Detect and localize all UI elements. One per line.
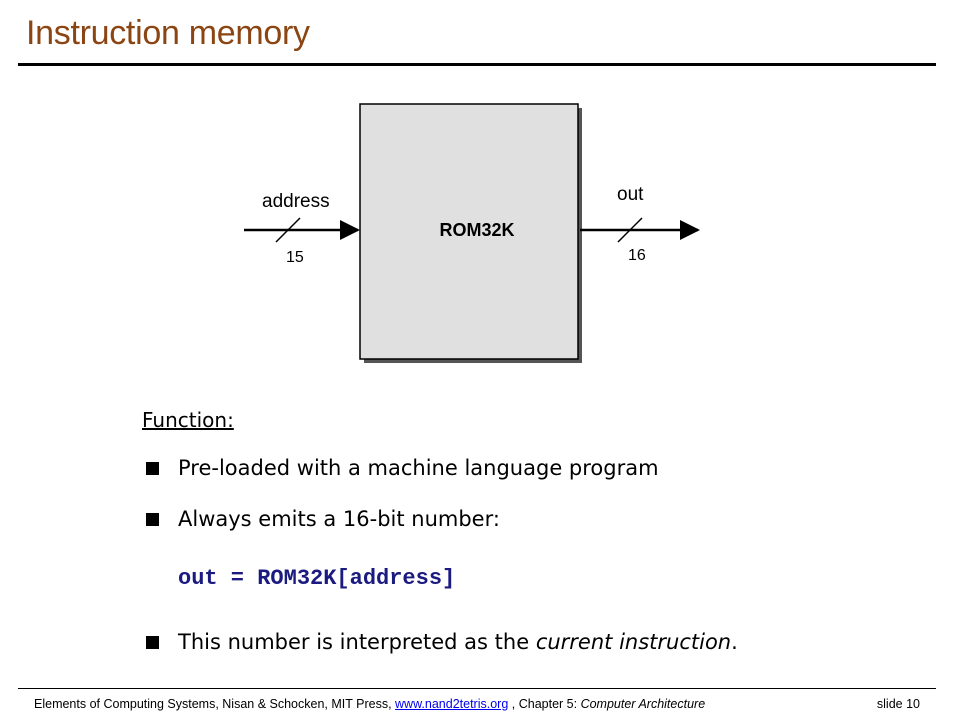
footer-divider	[18, 688, 936, 689]
citation-text: Elements of Computing Systems, Nisan & S…	[34, 697, 396, 711]
out-bus-slash	[617, 217, 643, 243]
address-width: 15	[286, 249, 304, 266]
slide-number: slide 10	[876, 697, 920, 711]
slide-title: Instruction memory	[26, 14, 310, 52]
rom-diagram: ROM32K address 15 out 16	[244, 103, 700, 363]
title-divider	[18, 63, 936, 66]
chapter-title: Computer Architecture	[580, 697, 706, 711]
bullet-preloaded: Pre-loaded with a machine language progr…	[178, 456, 659, 480]
out-label: out	[617, 184, 644, 205]
nand2tetris-link[interactable]: www.nand2tetris.org	[395, 697, 509, 711]
bullet3-suffix: .	[731, 630, 738, 654]
bullet-marker	[146, 513, 159, 526]
bullet3-prefix: This number is interpreted as the	[178, 630, 536, 654]
address-label: address	[262, 191, 330, 212]
out-width: 16	[628, 247, 646, 264]
bullet-marker	[146, 462, 159, 475]
bullet-marker	[146, 636, 159, 649]
chip-label: ROM32K	[439, 220, 514, 240]
chapter-separator: , Chapter 5:	[508, 697, 581, 711]
rom-chip	[359, 103, 579, 360]
footer-citation: Elements of Computing Systems, Nisan & S…	[34, 697, 705, 711]
rom-equation: out = ROM32K[address]	[178, 566, 456, 591]
function-heading: Function:	[142, 408, 234, 432]
address-bus-slash	[275, 217, 301, 243]
bullet3-emphasis: current instruction	[535, 630, 732, 654]
bullet-interpreted: This number is interpreted as the curren…	[178, 630, 738, 654]
bullet-emits: Always emits a 16-bit number:	[178, 507, 500, 531]
